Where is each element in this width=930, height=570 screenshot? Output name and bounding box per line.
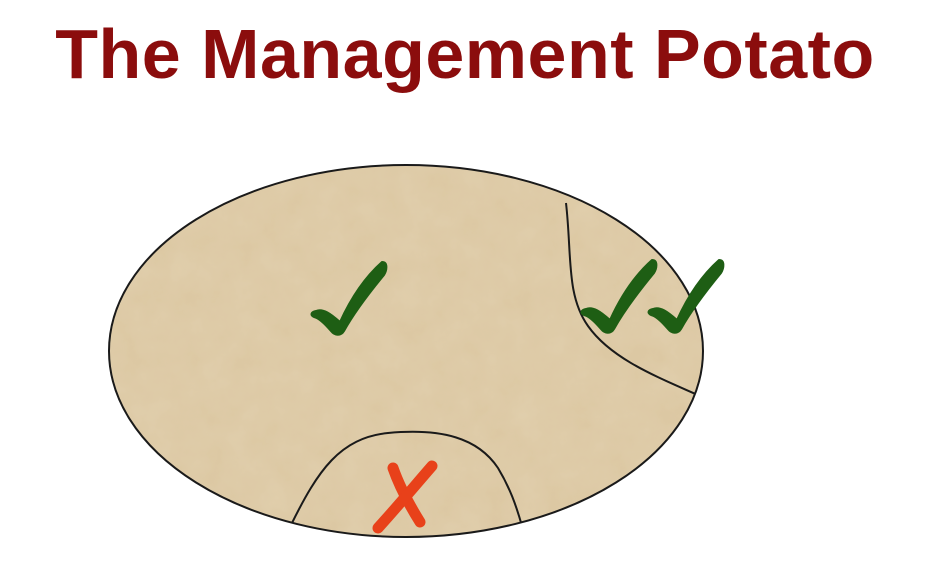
cross-mark-icon <box>372 460 438 534</box>
check-mark-icon <box>310 261 388 336</box>
check-mark-icon <box>647 259 725 334</box>
bottom-region-boundary <box>290 430 523 527</box>
right-region-boundary <box>565 202 701 397</box>
potato-shape <box>109 165 703 537</box>
potato-outline <box>108 164 704 538</box>
check-mark-icon <box>580 259 658 334</box>
slide-title: The Management Potato <box>55 15 875 93</box>
